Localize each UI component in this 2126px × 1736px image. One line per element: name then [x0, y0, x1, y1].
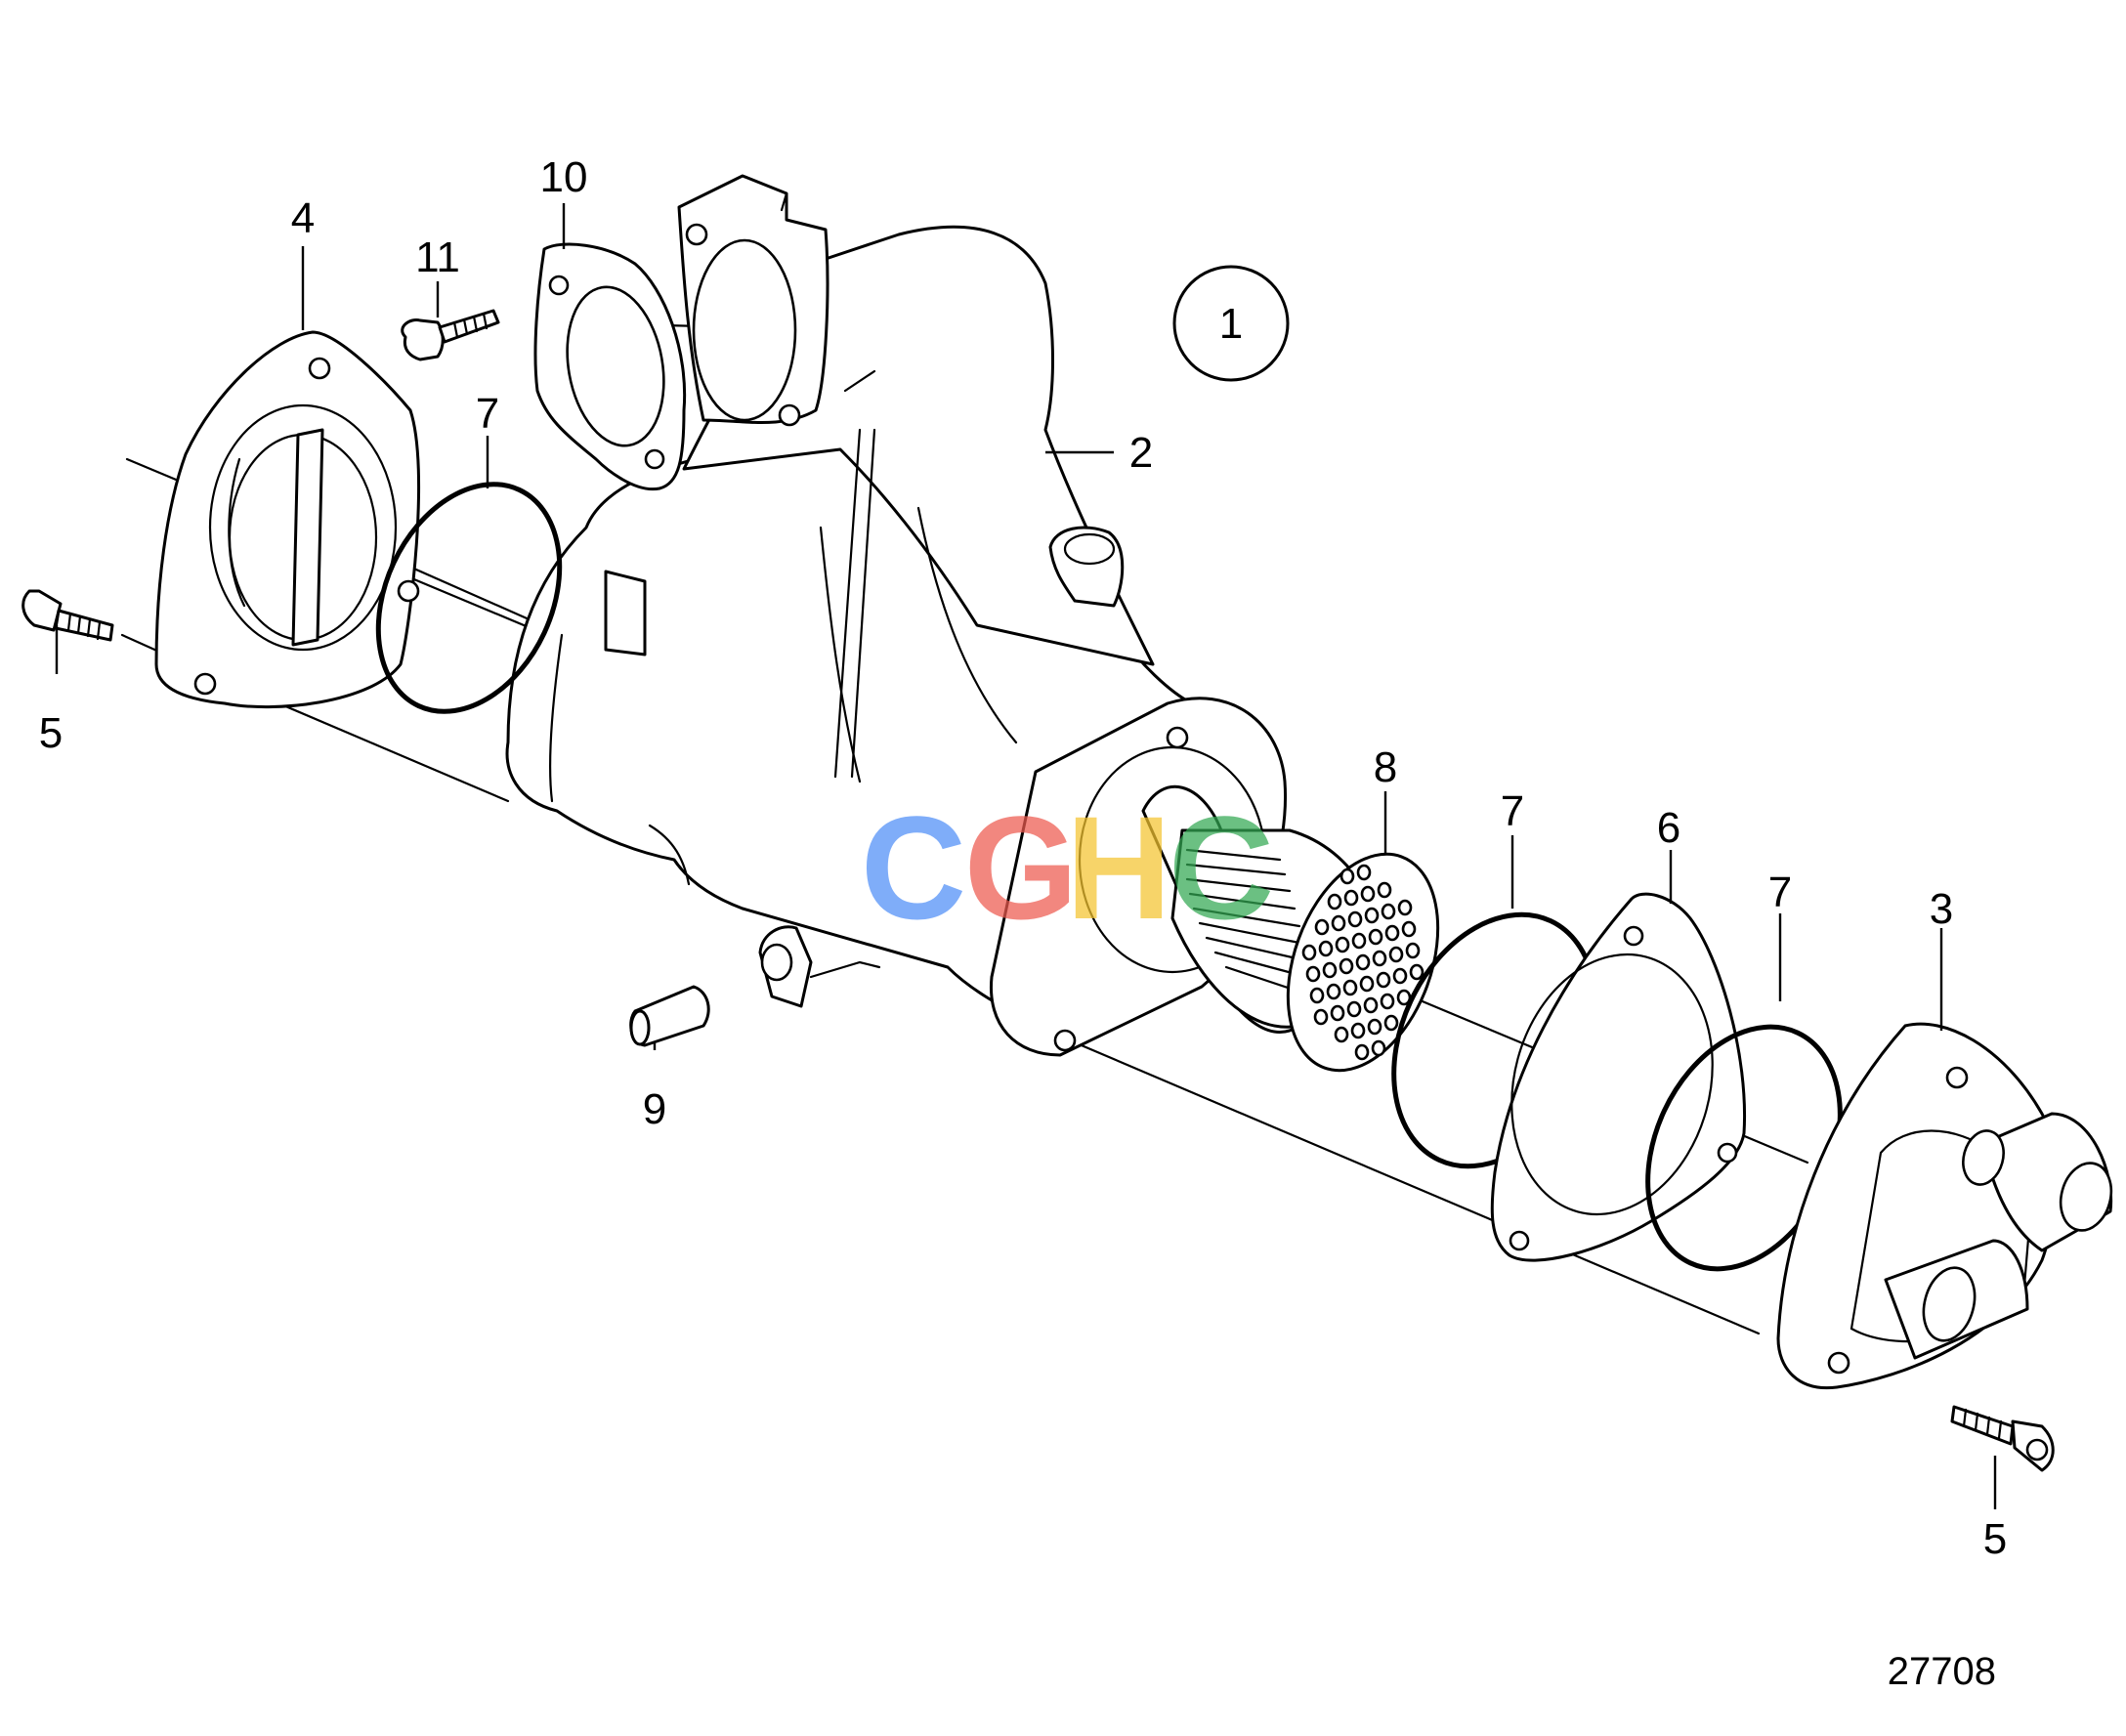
screw-left [21, 589, 114, 642]
perforation-hole [1314, 918, 1330, 936]
screw-right [1950, 1405, 2055, 1472]
tube-insert-core [1141, 784, 1440, 1073]
perforation-hole [1377, 881, 1392, 899]
callout-end-cover-inlet: 4 [291, 194, 315, 242]
perforation-hole [1309, 987, 1325, 1004]
drawing-reference-number: 27708 [1888, 1650, 1996, 1693]
perforation-hole [1371, 1039, 1386, 1057]
callout-flange-gasket: 10 [540, 153, 588, 201]
callout-screw-right: 5 [1983, 1515, 2007, 1563]
perforation-hole [1409, 963, 1424, 981]
perforation-hole [1343, 889, 1359, 907]
callout-o-ring-right: 7 [1768, 868, 1792, 916]
perforation-hole [1381, 903, 1396, 920]
perforation-hole [1392, 967, 1408, 985]
perforation-hole [1355, 953, 1371, 971]
leader-lines [55, 203, 1997, 1509]
perforation-hole [1331, 914, 1346, 932]
perforation-hole [1347, 910, 1363, 928]
watermark-letter: C [861, 785, 966, 950]
assembly-number-badge: 1 [1172, 265, 1290, 382]
callout-plug: 9 [643, 1085, 666, 1133]
perforation-hole [1301, 944, 1317, 961]
perforation-hole [1380, 993, 1395, 1010]
perforation-hole [1350, 1022, 1366, 1039]
perforation-hole [1351, 932, 1367, 950]
perforation-hole [1330, 1004, 1345, 1022]
core-tubes [1185, 848, 1316, 998]
perforation-hole [1383, 1014, 1399, 1032]
perforation-hole [1368, 928, 1383, 946]
perforation-hole [1372, 950, 1387, 967]
perforation-hole [1388, 946, 1404, 963]
perforation-hole [1346, 1000, 1362, 1018]
flange-gasket [533, 242, 687, 491]
callout-insert-core: 8 [1374, 743, 1397, 791]
core-perforations [1301, 864, 1424, 1061]
flange-bolt [401, 309, 500, 361]
plug [629, 985, 710, 1047]
callout-o-ring-left: 7 [476, 390, 499, 438]
end-cover-inlet [154, 330, 421, 709]
perforation-hole [1356, 864, 1372, 881]
perforation-hole [1405, 942, 1421, 959]
callout-labels: 4 11 10 7 2 5 9 8 7 6 7 3 5 [39, 153, 2007, 1563]
callout-screw-left: 5 [39, 709, 63, 757]
perforation-hole [1364, 907, 1380, 924]
o-ring-left [375, 482, 563, 714]
watermark-letter: H [1066, 785, 1171, 950]
perforation-hole [1342, 979, 1358, 996]
perforation-hole [1339, 957, 1354, 975]
perforation-hole [1339, 868, 1355, 885]
perforation-hole [1335, 936, 1350, 953]
perforation-hole [1376, 971, 1391, 989]
perforation-hole [1313, 1008, 1329, 1026]
callout-housing: 2 [1129, 429, 1153, 477]
perforation-hole [1360, 885, 1376, 903]
callout-flange-bolt: 11 [415, 233, 460, 281]
perforation-hole [1397, 899, 1413, 916]
perforation-hole [1305, 965, 1321, 983]
callout-gasket-plate: 6 [1657, 804, 1680, 852]
perforation-hole [1367, 1018, 1382, 1036]
perforation-hole [1354, 1043, 1370, 1061]
perforation-hole [1363, 996, 1379, 1014]
callout-o-ring-middle: 7 [1501, 787, 1524, 835]
perforation-hole [1384, 924, 1400, 942]
callout-end-cover-outlet: 3 [1930, 885, 1953, 933]
end-cover-outlet [1776, 1022, 2113, 1390]
perforation-hole [1359, 975, 1375, 993]
perforation-hole [1322, 961, 1338, 979]
assembly-number: 1 [1219, 300, 1243, 348]
watermark-letter: G [964, 785, 1079, 950]
perforation-hole [1326, 983, 1341, 1000]
perforation-hole [1327, 893, 1342, 910]
perforation-hole [1401, 920, 1417, 938]
perforation-hole [1318, 940, 1334, 957]
perforation-hole [1334, 1026, 1349, 1043]
watermark-letter: C [1169, 785, 1274, 950]
gasket-plate [1490, 892, 1747, 1262]
heat-exchanger-housing [505, 174, 1288, 1057]
